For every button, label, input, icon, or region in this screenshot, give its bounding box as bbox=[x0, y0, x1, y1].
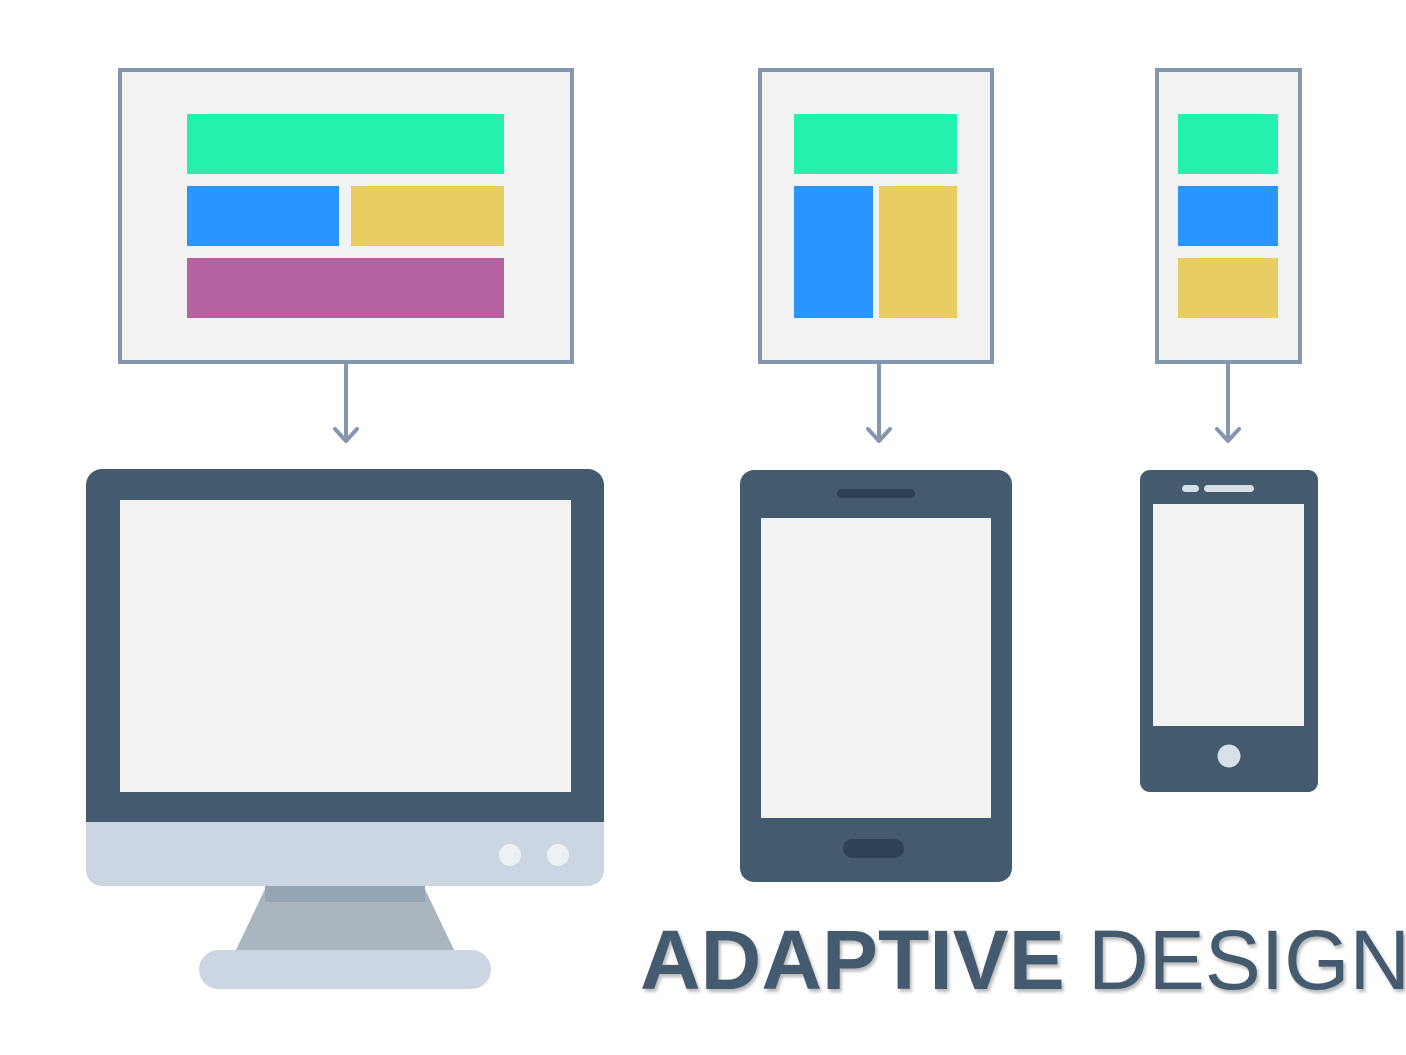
tablet-screen bbox=[761, 518, 991, 818]
desktop-layout-wireframe bbox=[118, 68, 574, 364]
desktop-monitor-icon bbox=[86, 469, 604, 989]
desktop-header-block bbox=[187, 114, 504, 174]
tablet-header-block bbox=[794, 114, 957, 174]
phone-blue-block bbox=[1178, 186, 1278, 246]
phone-arrow-icon bbox=[1215, 362, 1241, 443]
desktop-blue-block bbox=[187, 186, 339, 246]
desktop-yellow-block bbox=[351, 186, 504, 246]
smartphone-icon bbox=[1140, 470, 1318, 792]
tablet-icon bbox=[740, 470, 1012, 882]
tablet-layout-wireframe bbox=[758, 68, 994, 364]
tablet-home-button bbox=[843, 839, 904, 858]
title-bold-word: ADAPTIVE bbox=[640, 913, 1065, 1007]
monitor-stand-neck-top bbox=[265, 885, 425, 902]
phone-layout-wireframe bbox=[1155, 68, 1302, 364]
desktop-arrow-icon bbox=[333, 362, 359, 443]
phone-speaker bbox=[1204, 485, 1254, 492]
desktop-purple-block bbox=[187, 258, 504, 318]
monitor-stand-neck bbox=[234, 885, 456, 954]
monitor-stand-base bbox=[199, 950, 491, 989]
phone-screen bbox=[1153, 504, 1304, 726]
page-title: ADAPTIVE DESIGN bbox=[640, 905, 1406, 1015]
tablet-speaker bbox=[837, 489, 915, 498]
tablet-arrow-icon bbox=[866, 362, 892, 443]
monitor-button-icon bbox=[499, 844, 521, 866]
monitor-screen bbox=[120, 500, 571, 792]
monitor-button-icon bbox=[547, 844, 569, 866]
phone-yellow-block bbox=[1178, 258, 1278, 318]
tablet-blue-block bbox=[794, 186, 873, 318]
tablet-yellow-block bbox=[879, 186, 957, 318]
phone-header-block bbox=[1178, 114, 1278, 174]
title-regular-word: DESIGN bbox=[1064, 913, 1406, 1007]
phone-home-button bbox=[1217, 744, 1241, 768]
monitor-chin bbox=[86, 822, 604, 886]
phone-camera bbox=[1182, 485, 1199, 492]
